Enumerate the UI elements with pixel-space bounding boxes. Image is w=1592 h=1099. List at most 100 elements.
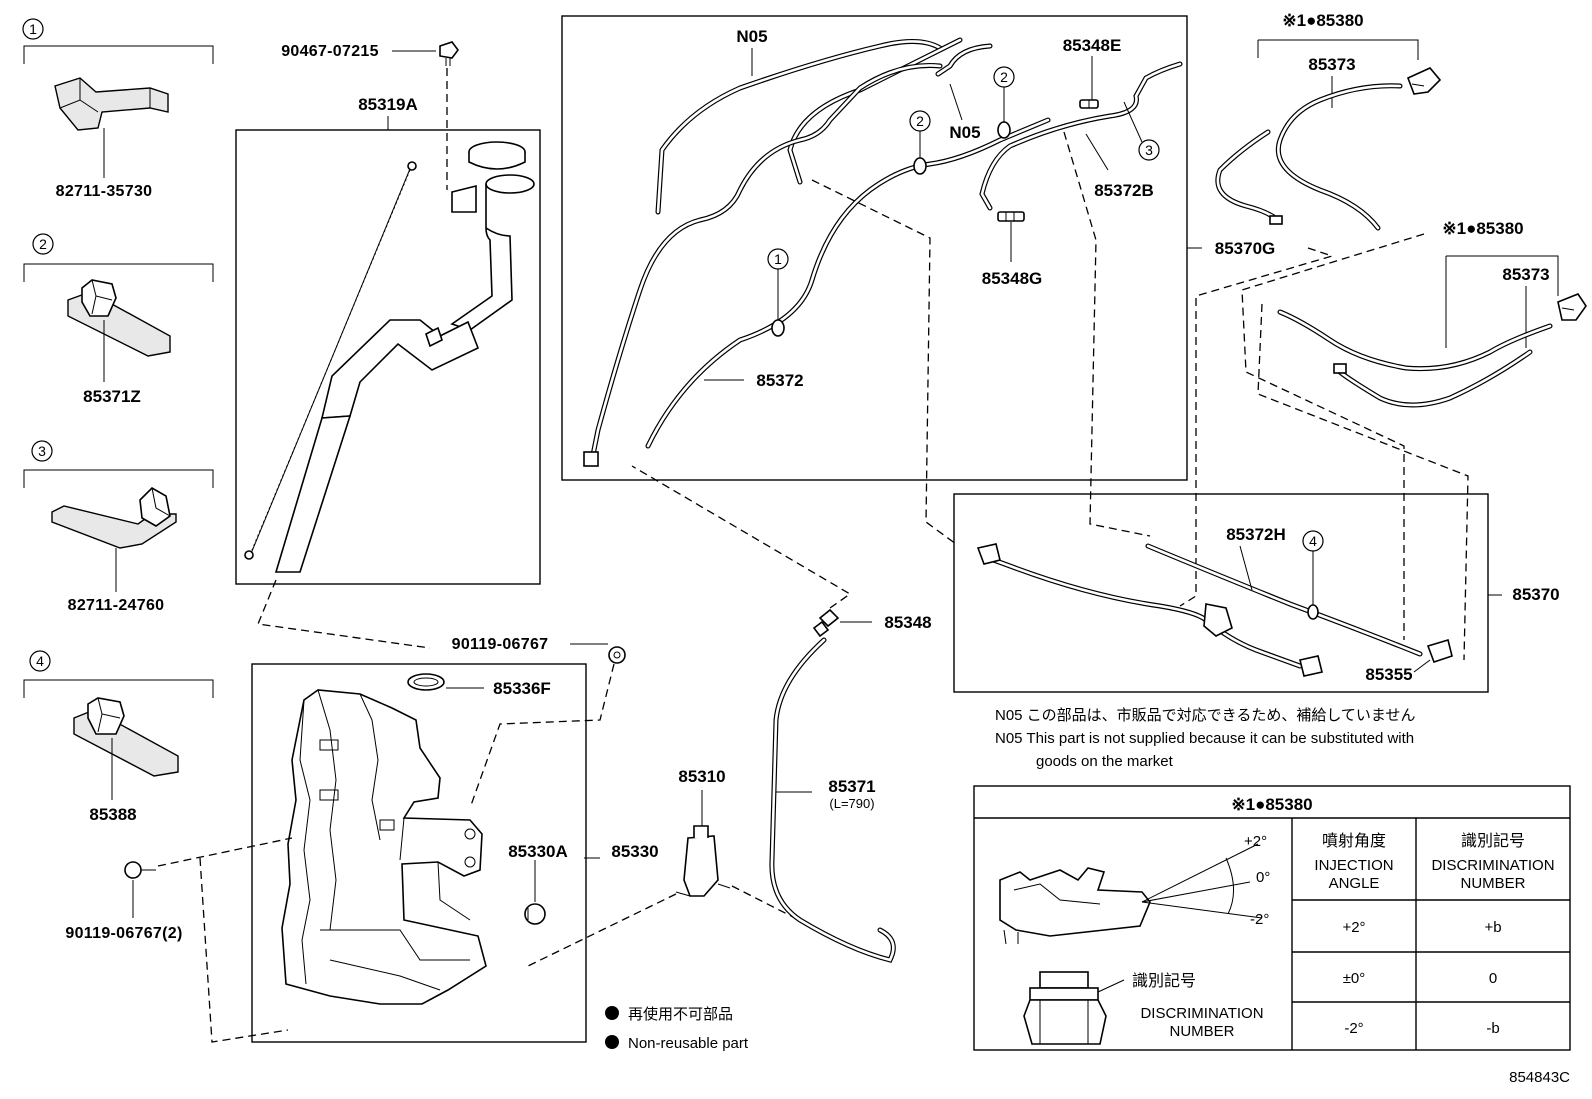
part-85373-a[interactable]: 85373 xyxy=(1308,55,1355,74)
clip-85371z-icon xyxy=(67,279,171,357)
washer-tank-icon xyxy=(281,689,487,1005)
nozzle-table-row2-angle: ±0° xyxy=(1343,970,1366,987)
leader-85355 xyxy=(1413,659,1431,673)
part-82711-35730[interactable]: 82711-35730 xyxy=(56,183,153,200)
nozzle-group-a: ※1●85380 85373 xyxy=(1179,11,1442,607)
dashed-link-pump-tank xyxy=(527,893,677,967)
dashed-link-nozzle-b xyxy=(1241,233,1425,640)
nozzle-mark-figure-icon xyxy=(1023,971,1107,1045)
nozzle-group-b: ※1●85380 85373 xyxy=(1241,219,1587,661)
part-85372b[interactable]: 85372B xyxy=(1094,181,1154,200)
inlet-pipe-icon xyxy=(274,174,535,573)
part-n05-top[interactable]: N05 xyxy=(736,27,767,46)
callout-4: 4 xyxy=(36,653,44,669)
part-85370[interactable]: 85370 xyxy=(1512,585,1559,604)
center-box-85370g xyxy=(561,15,1188,481)
nozzle-table-col2-en-1: DISCRIMINATION xyxy=(1431,857,1554,874)
grommet-85330a-icon xyxy=(524,903,546,925)
part-85310[interactable]: 85310 xyxy=(678,767,725,786)
nozzle-table-row-rules xyxy=(1292,899,1570,1003)
nozzle-table-frame xyxy=(973,785,1571,1051)
part-85371[interactable]: 85371 xyxy=(828,777,875,796)
part-85336f[interactable]: 85336F xyxy=(493,679,551,698)
part-85319a[interactable]: 85319A xyxy=(358,95,418,114)
dashed-link-bolt-bottom xyxy=(199,857,289,1043)
part-85330a[interactable]: 85330A xyxy=(508,842,568,861)
gasket-85336f-icon xyxy=(407,673,445,691)
nozzle-table-row1-mark: +b xyxy=(1484,919,1501,936)
clip-90467-07215-icon xyxy=(439,41,459,66)
right-box-group: 85370 85372H 4 85355 xyxy=(953,493,1560,693)
nozzle-table-row3-angle: -2° xyxy=(1344,1020,1363,1037)
dashed-link-center-right-2 xyxy=(1063,131,1151,537)
nozzle-table-row1-angle: +2° xyxy=(1342,919,1365,936)
part-90119-06767[interactable]: 90119-06767 xyxy=(452,636,549,653)
callout-right-4: 4 xyxy=(1309,533,1317,549)
part-85371z[interactable]: 85371Z xyxy=(83,387,141,406)
notes-group: N05 この部品は、市販品で対応できるため、補給していません N05 This … xyxy=(995,707,1416,770)
group-bracket-1 xyxy=(23,45,214,64)
callout-1: 1 xyxy=(29,21,37,37)
callout-2: 2 xyxy=(39,236,47,252)
part-85380-a[interactable]: ※1●85380 xyxy=(1282,11,1363,30)
clip-right-4-icon xyxy=(1307,604,1319,620)
leader-n05-mid xyxy=(949,83,963,121)
part-85372[interactable]: 85372 xyxy=(756,371,803,390)
hose-85373-a-icon xyxy=(1215,83,1403,231)
fig-mark-jp: 識別記号 xyxy=(1132,971,1196,990)
hose-85373-b-icon xyxy=(1277,309,1553,408)
clip-group-3: 3 82711-24760 xyxy=(23,440,214,614)
note-n05-en-2: goods on the market xyxy=(1036,753,1174,770)
part-n05-mid[interactable]: N05 xyxy=(949,123,980,142)
callout-circle-1 xyxy=(22,18,44,40)
part-85380-b[interactable]: ※1●85380 xyxy=(1442,219,1523,238)
callout-circle-3 xyxy=(31,440,53,462)
part-85372h[interactable]: 85372H xyxy=(1226,525,1286,544)
part-85348g[interactable]: 85348G xyxy=(982,269,1043,288)
leader-callout-center-3 xyxy=(1123,101,1143,143)
fig-angle-zero: 0° xyxy=(1256,869,1270,886)
part-85348e[interactable]: 85348E xyxy=(1063,36,1122,55)
callout-center-3: 3 xyxy=(1145,142,1153,158)
leader-fig-mark xyxy=(1097,979,1125,993)
diagram-id: 854843C xyxy=(1509,1069,1570,1086)
pump-hose-group: 85310 85371 (L=790) 85348 xyxy=(527,465,932,967)
clip-center-1-icon xyxy=(771,319,785,337)
callout-center-2a: 2 xyxy=(916,113,924,129)
group-bracket-4 xyxy=(23,679,214,698)
dashed-link-nozzle-b2 xyxy=(1257,303,1469,661)
legend-dot-jp-icon xyxy=(605,1006,619,1020)
clip-82711-24760-icon xyxy=(51,487,177,549)
note-n05-jp: N05 この部品は、市販品で対応できるため、補給していません xyxy=(995,707,1416,724)
fig-angle-minus: -2° xyxy=(1250,911,1269,928)
clip-group-2: 2 85371Z xyxy=(23,233,214,406)
joint-85348g-icon xyxy=(997,211,1025,222)
callout-circle-2 xyxy=(32,233,54,255)
tank-group: 90119-06767 85336F xyxy=(65,636,659,1043)
spray-line-zero xyxy=(1141,881,1251,903)
joint-85348e-icon xyxy=(1079,99,1099,109)
nozzle-table-row3-mark: -b xyxy=(1486,1020,1499,1037)
legend-group: 再使用不可部品 Non-reusable part xyxy=(605,1006,749,1052)
part-82711-24760[interactable]: 82711-24760 xyxy=(68,597,165,614)
part-90119-06767-2[interactable]: 90119-06767(2) xyxy=(65,925,182,942)
level-gauge-icon xyxy=(244,161,417,560)
part-85330[interactable]: 85330 xyxy=(611,842,658,861)
part-85373-b[interactable]: 85373 xyxy=(1502,265,1549,284)
valve-85355-icon xyxy=(1426,638,1453,664)
part-85348[interactable]: 85348 xyxy=(884,613,931,632)
nozzle-table-row2-mark: 0 xyxy=(1489,970,1497,987)
part-85355[interactable]: 85355 xyxy=(1365,665,1412,684)
bracket-85380-a xyxy=(1257,39,1419,60)
leader-85372b xyxy=(1085,133,1109,171)
clip-82711-35730-icon xyxy=(54,77,169,131)
hose-85372h-icon xyxy=(976,543,1423,677)
fig-mark-en-1: DISCRIMINATION xyxy=(1140,1005,1263,1022)
callout-circle-center-3 xyxy=(1138,139,1160,161)
part-85370g[interactable]: 85370G xyxy=(1215,239,1276,258)
part-85388[interactable]: 85388 xyxy=(89,805,136,824)
group-bracket-2 xyxy=(23,263,214,282)
part-90467-07215[interactable]: 90467-07215 xyxy=(281,43,379,60)
spray-line-plus xyxy=(1141,843,1259,903)
inlet-group: 90467-07215 85319A xyxy=(235,41,541,649)
